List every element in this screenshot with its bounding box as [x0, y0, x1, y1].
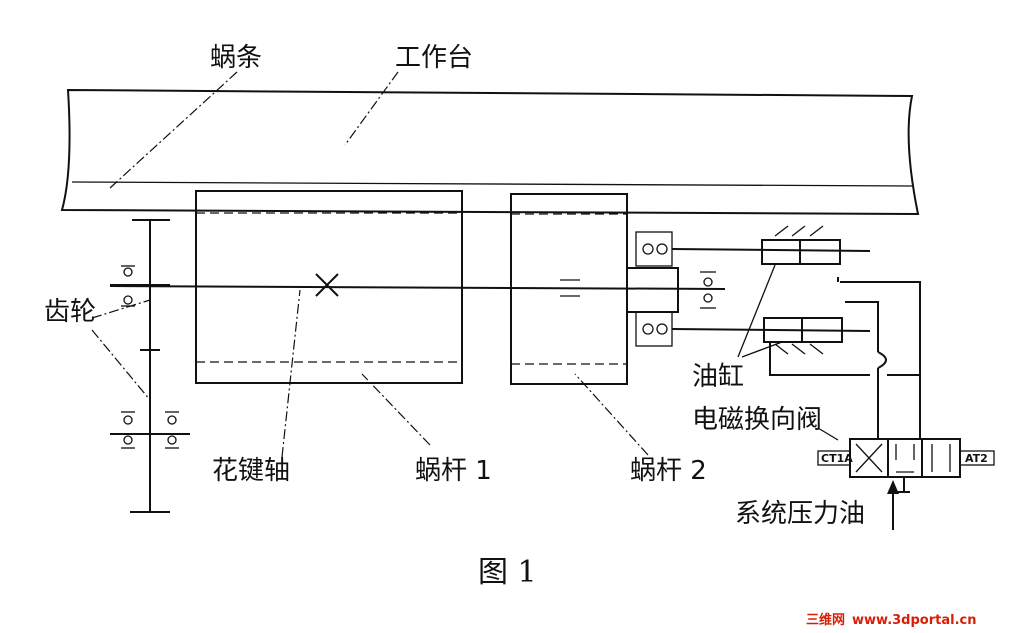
worm1-housing: [195, 190, 463, 384]
label-solenoid-valve: 电磁换向阀: [692, 405, 822, 435]
label-coil-right: AT2: [965, 452, 988, 465]
solenoid-valve: [817, 438, 995, 493]
cylinder-lower: [763, 317, 843, 355]
upper-rod: [671, 248, 871, 252]
label-spline-shaft: 花键轴: [212, 456, 290, 486]
worm-rack-line: [71, 181, 913, 187]
worktable: [60, 88, 920, 216]
cylinder-upper: [761, 225, 841, 265]
spline-shaft-line: [109, 285, 726, 290]
label-oil-cylinder: 油缸: [692, 362, 744, 392]
pressure-oil-arrow: [887, 480, 899, 530]
label-worm1: 蜗杆 1: [415, 456, 492, 486]
label-system-oil: 系统压力油: [735, 499, 865, 529]
bearing-symbol: [121, 265, 179, 449]
leader-lines: [91, 71, 839, 458]
label-coil-left: CT1A: [821, 452, 853, 465]
label-worm2: 蜗杆 2: [630, 456, 707, 486]
lower-rod: [671, 328, 871, 332]
gear-train: [110, 219, 190, 513]
watermark: 三维网 www.3dportal.cn: [806, 612, 976, 628]
cross-mark: [315, 273, 339, 297]
label-worktable: 工作台: [395, 43, 473, 73]
watermark-site-name: 三维网: [806, 612, 845, 628]
label-worm-rack: 蜗条: [210, 43, 262, 73]
watermark-url: www.3dportal.cn: [852, 613, 976, 628]
hydraulic-pipes: [769, 277, 921, 440]
label-gears: 齿轮: [44, 297, 96, 327]
figure-caption: 图 1: [478, 555, 537, 590]
